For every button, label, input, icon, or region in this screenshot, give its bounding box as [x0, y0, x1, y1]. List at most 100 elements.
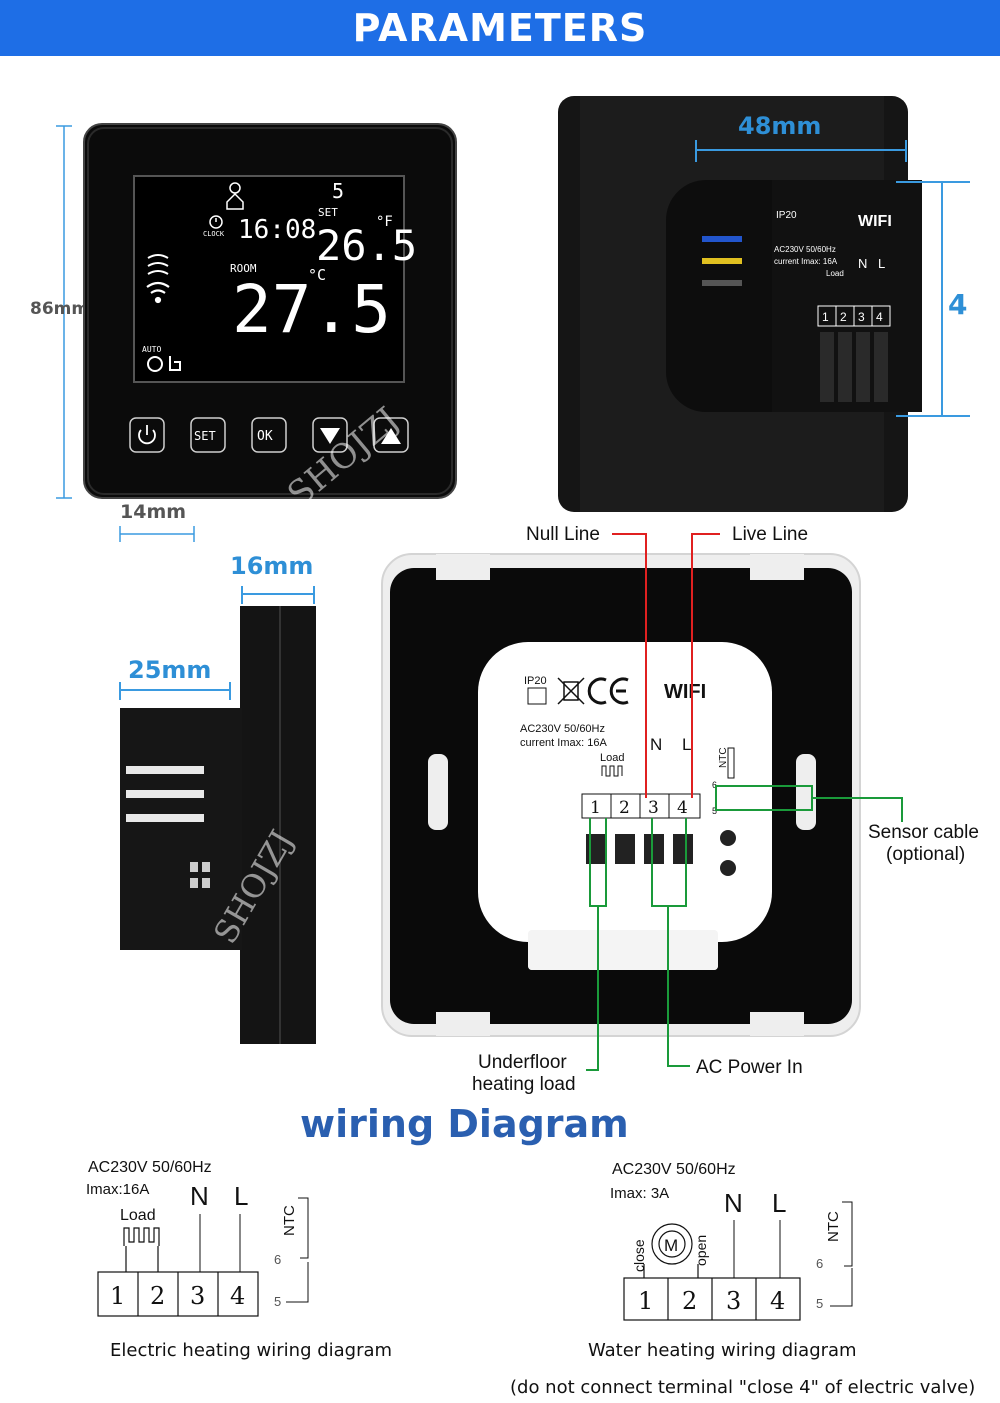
set-button[interactable]: SET	[190, 417, 226, 453]
module-ntc: NTC	[718, 747, 729, 768]
wiring-diagram-title: wiring Diagram	[300, 1102, 629, 1146]
water-caption: Water heating wiring diagram	[588, 1340, 857, 1361]
electric-rating: AC230V 50/60Hz	[88, 1159, 212, 1176]
water-imax: Imax: 3A	[610, 1185, 669, 1202]
module-n: N	[650, 735, 662, 754]
side-body-dimension-line	[119, 682, 231, 700]
water-wiring-diagram: AC230V 50/60Hz Imax: 3A N L M close open…	[610, 1161, 853, 1321]
up-button[interactable]	[373, 417, 409, 453]
wiring-photo: IP20 WIFI AC230V 50/60Hz current Imax: 1…	[381, 524, 979, 1095]
electric-n: N	[190, 1181, 209, 1211]
module-terminal-block	[581, 793, 701, 819]
side-connector-icon	[190, 862, 210, 888]
auto-mode-icon	[147, 356, 181, 372]
clock-label: CLOCK	[203, 230, 225, 238]
depth-label: 14mm	[120, 501, 186, 523]
side-body-label: 25mm	[128, 656, 211, 684]
back-view: 48mm 4 IP20 WIFI AC230V 50/60Hz current …	[558, 96, 970, 512]
ce-mark-icon	[587, 677, 629, 705]
sensor-cable-optional: (optional)	[886, 844, 965, 865]
height-label: 86mm	[30, 299, 89, 319]
side-module-body	[120, 708, 242, 950]
lcd-screen	[133, 175, 405, 383]
back-ip-rating: IP20	[776, 210, 797, 221]
water-terminal-3: 3	[726, 1287, 741, 1315]
back-terminal-screws	[820, 332, 888, 402]
module-load: Load	[600, 752, 624, 764]
electric-terminal-4: 4	[230, 1282, 245, 1310]
electric-terminal-2: 2	[150, 1282, 165, 1310]
water-close: close	[631, 1239, 647, 1272]
water-motor: M	[664, 1236, 678, 1255]
power-icon	[138, 425, 156, 445]
electric-wiring-diagram: AC230V 50/60Hz Imax:16A Load N L NTC 6 5…	[86, 1159, 309, 1317]
clock-icon	[209, 215, 223, 229]
ok-button-label: OK	[257, 429, 273, 444]
water-pin-5: 5	[816, 1296, 823, 1311]
module-terminal-2: 2	[619, 798, 630, 818]
back-terminal-2: 2	[840, 310, 847, 324]
back-terminal-block	[817, 305, 891, 327]
back-current: current Imax: 16A	[774, 257, 838, 266]
back-terminal-3: 3	[858, 310, 865, 324]
null-live-wires	[612, 533, 720, 798]
module-screw-terminals	[586, 830, 736, 876]
module-pin-6: 6	[712, 780, 717, 790]
side-front-dimension-line	[241, 586, 315, 604]
electric-load-icon	[123, 1227, 160, 1272]
front-view: 86mm 5 CLOCK 16:08 SET 26.5 °F ROOM 27.5…	[30, 123, 457, 542]
underfloor-callout: Underfloor	[478, 1052, 567, 1073]
water-terminal-2: 2	[682, 1287, 697, 1315]
electric-load: Load	[120, 1207, 156, 1224]
ok-button[interactable]: OK	[251, 417, 287, 453]
null-line-callout: Null Line	[526, 524, 600, 545]
height-dimension-line	[56, 125, 72, 499]
wifi-icon	[146, 281, 170, 304]
water-pin-6: 6	[816, 1256, 823, 1271]
power-button[interactable]	[129, 417, 165, 453]
electric-pin-6: 6	[274, 1252, 281, 1267]
side-front-panel	[240, 606, 316, 1044]
heating-load-callout: heating load	[472, 1074, 576, 1095]
module-pin-5: 5	[712, 806, 717, 816]
electric-terminal-1: 1	[110, 1282, 125, 1310]
page-title: PARAMETERS	[0, 0, 1000, 56]
auto-label: AUTO	[142, 345, 161, 354]
motor-icon	[643, 1223, 699, 1278]
back-wifi-label: WIFI	[858, 213, 892, 230]
water-note: (do not connect terminal "close 4" of el…	[510, 1377, 976, 1398]
module-l: L	[682, 735, 691, 754]
width-label: 48mm	[738, 112, 821, 140]
room-temp: 27.5	[232, 271, 391, 348]
side-vents	[126, 766, 204, 822]
depth-dimension-line	[119, 526, 195, 542]
down-button[interactable]	[312, 417, 348, 453]
side-view: 16mm 25mm SHOJZJ	[119, 552, 316, 1044]
back-rating: AC230V 50/60Hz	[774, 245, 836, 254]
module-terminal-3: 3	[648, 798, 659, 818]
sensor-cable-callout: Sensor cable	[868, 822, 979, 843]
back-load: Load	[826, 269, 844, 278]
water-rating: AC230V 50/60Hz	[612, 1161, 736, 1178]
weee-icon	[557, 677, 585, 705]
back-wire-bundle	[702, 236, 742, 286]
lcd-weekday: 5	[332, 179, 344, 203]
water-n: N	[724, 1188, 743, 1218]
water-terminal-1: 1	[638, 1287, 653, 1315]
back-n: N	[858, 256, 867, 271]
module-face	[478, 642, 772, 942]
electric-terminal-3: 3	[190, 1282, 205, 1310]
water-terminal-4: 4	[770, 1287, 785, 1315]
up-triangle-icon	[381, 428, 401, 444]
down-triangle-icon	[320, 428, 340, 444]
electric-l: L	[234, 1181, 248, 1211]
electric-pin-5: 5	[274, 1294, 281, 1309]
callout-wires	[586, 785, 903, 1071]
set-label: SET	[318, 206, 338, 219]
water-l: L	[772, 1188, 786, 1218]
electric-ntc: NTC	[281, 1205, 298, 1236]
module-ip-rating: IP20	[524, 675, 547, 687]
electric-caption: Electric heating wiring diagram	[110, 1340, 393, 1361]
module-rating: AC230V 50/60Hz	[520, 723, 605, 735]
back-terminal-4: 4	[876, 310, 883, 324]
